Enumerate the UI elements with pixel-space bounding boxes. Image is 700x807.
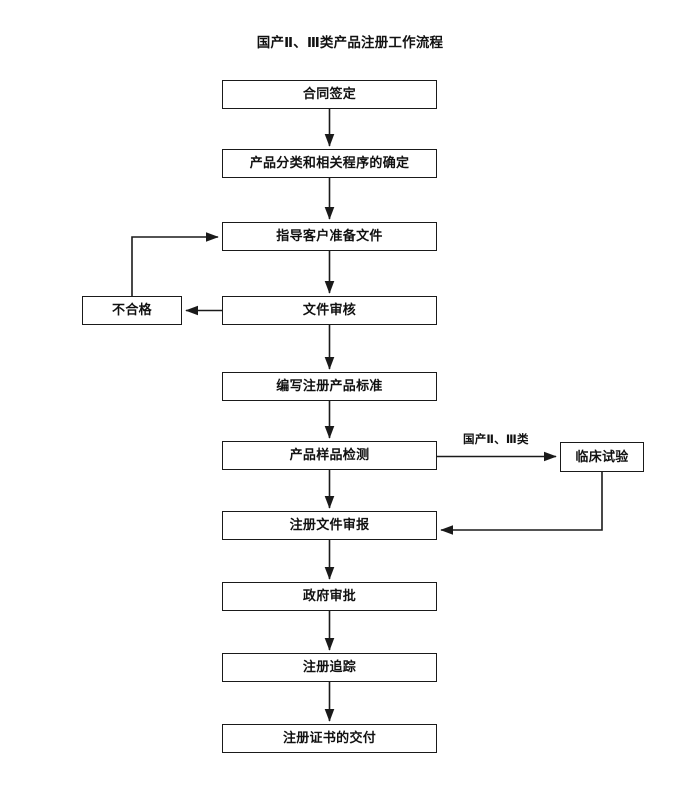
node-registration-tracking[interactable]: 注册追踪	[222, 653, 437, 682]
edge-label-domestic-class-2-3: 国产Ⅱ、Ⅲ类	[463, 432, 529, 446]
node-guide-client-documents[interactable]: 指导客户准备文件	[222, 222, 437, 251]
node-clinical-trial[interactable]: 临床试验	[560, 442, 644, 472]
node-sample-testing[interactable]: 产品样品检测	[222, 441, 437, 470]
node-document-review[interactable]: 文件审核	[222, 296, 437, 325]
page-title: 国产Ⅱ、Ⅲ类产品注册工作流程	[256, 35, 444, 51]
node-unqualified[interactable]: 不合格	[82, 296, 182, 325]
node-write-product-standard[interactable]: 编写注册产品标准	[222, 372, 437, 401]
node-government-approval[interactable]: 政府审批	[222, 582, 437, 611]
node-registration-submission[interactable]: 注册文件审报	[222, 511, 437, 540]
connector-buhege-n3	[131, 232, 219, 296]
node-certificate-delivery[interactable]: 注册证书的交付	[222, 724, 437, 753]
node-contract-signing[interactable]: 合同签定	[222, 80, 437, 109]
node-classification[interactable]: 产品分类和相关程序的确定	[222, 149, 437, 178]
connector-linchuang-n7	[440, 472, 603, 535]
